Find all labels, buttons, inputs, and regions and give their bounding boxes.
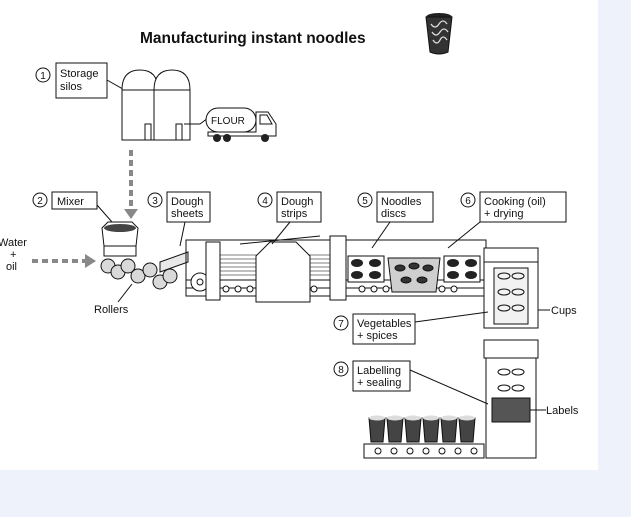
svg-text:Labelling: Labelling bbox=[357, 365, 401, 377]
mixer bbox=[101, 221, 139, 257]
output-conveyor bbox=[363, 415, 485, 459]
svg-text:sheets: sheets bbox=[171, 208, 204, 220]
step-5-label: 5 Noodles discs bbox=[357, 191, 434, 223]
svg-text:7: 7 bbox=[338, 319, 344, 330]
cups-label: Cups bbox=[551, 305, 577, 317]
svg-text:4: 4 bbox=[262, 196, 268, 207]
svg-text:FLOUR: FLOUR bbox=[211, 116, 245, 127]
rollers bbox=[100, 258, 178, 290]
diagram-panel: Manufacturing instant noodles 1 Storage … bbox=[0, 0, 598, 470]
svg-text:Storage: Storage bbox=[60, 68, 99, 80]
rollers-label: Rollers bbox=[94, 304, 129, 316]
svg-text:Vegetables: Vegetables bbox=[357, 318, 412, 330]
water-label: Water bbox=[0, 237, 27, 249]
flour-truck: FLOUR bbox=[205, 107, 277, 142]
step-7-label: 7 Vegetables + spices bbox=[333, 313, 416, 345]
labels-label: Labels bbox=[546, 405, 579, 417]
noodle-cup-icon bbox=[425, 13, 453, 55]
step-1-label: 1 Storage silos bbox=[35, 62, 108, 99]
step-2-label: 2 Mixer bbox=[32, 191, 98, 210]
svg-text:6: 6 bbox=[465, 196, 471, 207]
noodle-process-diagram: Manufacturing instant noodles 1 Storage … bbox=[0, 13, 579, 459]
svg-text:3: 3 bbox=[152, 196, 158, 207]
cup-filling-machine bbox=[483, 247, 539, 459]
svg-text:Dough: Dough bbox=[281, 196, 313, 208]
step-3-label: 3 Dough sheets bbox=[147, 191, 211, 223]
svg-text:1: 1 bbox=[40, 71, 46, 82]
oil-label: oil bbox=[6, 261, 17, 273]
svg-text:+ sealing: + sealing bbox=[357, 377, 401, 389]
step-6-label: 6 Cooking (oil) + drying bbox=[460, 191, 567, 223]
svg-text:Mixer: Mixer bbox=[57, 196, 84, 208]
svg-text:2: 2 bbox=[37, 196, 43, 207]
cooking-tank bbox=[387, 255, 481, 293]
diagram-title: Manufacturing instant noodles bbox=[140, 30, 366, 47]
svg-text:5: 5 bbox=[362, 196, 368, 207]
step-8-label: 8 Labelling + sealing bbox=[333, 360, 411, 392]
svg-text:strips: strips bbox=[281, 208, 308, 220]
plus-label: + bbox=[10, 249, 16, 261]
svg-text:silos: silos bbox=[60, 81, 83, 93]
svg-text:discs: discs bbox=[381, 208, 407, 220]
noodle-discs bbox=[347, 255, 385, 283]
step-4-label: 4 Dough strips bbox=[257, 191, 322, 223]
svg-text:+ spices: + spices bbox=[357, 330, 398, 342]
main-conveyor bbox=[185, 235, 487, 303]
svg-text:Cooking (oil): Cooking (oil) bbox=[484, 196, 546, 208]
svg-text:Noodles: Noodles bbox=[381, 196, 422, 208]
svg-text:8: 8 bbox=[338, 365, 344, 376]
svg-text:Dough: Dough bbox=[171, 196, 203, 208]
storage-silos bbox=[121, 69, 209, 141]
svg-text:+ drying: + drying bbox=[484, 208, 523, 220]
